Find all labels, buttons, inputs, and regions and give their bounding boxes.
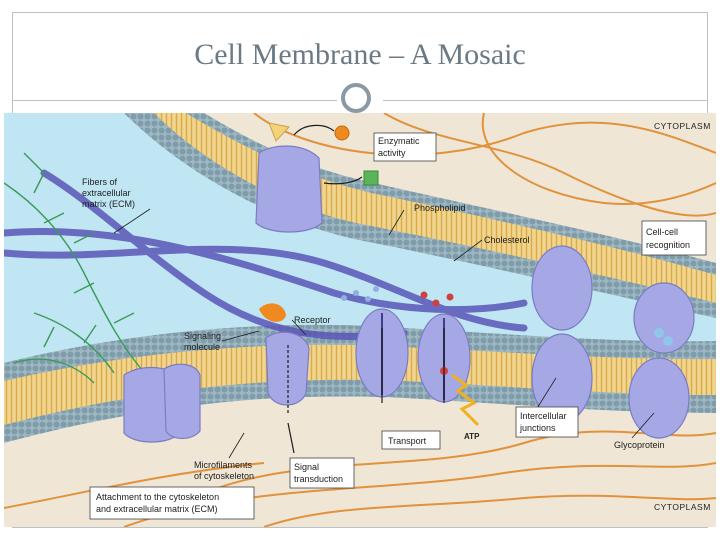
title-ring-ornament <box>341 83 371 113</box>
attachment-label-line2: and extracellular matrix (ECM) <box>96 504 218 514</box>
attachment-label-line1: Attachment to the cytoskeleton <box>96 492 219 502</box>
label-attachment: Attachment to the cytoskeleton and extra… <box>89 486 255 520</box>
transport-label-text: Transport <box>388 436 427 446</box>
fibers-label-line1: Fibers of <box>82 177 118 187</box>
glycoprotein-bottom <box>628 357 690 439</box>
signaling-label-line2: molecule <box>184 342 220 352</box>
fibers-label-line3: matrix (ECM) <box>82 199 135 209</box>
label-signal-transduction: Signal transduction <box>289 457 355 489</box>
label-phospholipid: Phospholipid <box>414 203 466 213</box>
substrate-orange-ball <box>334 125 350 141</box>
product-green-square <box>363 170 379 186</box>
enzymatic-label-line1: Enzymatic <box>378 136 420 146</box>
microfilaments-label-line2: of cytoskeleton <box>194 471 254 481</box>
label-enzymatic-activity: Enzymatic activity <box>373 132 437 162</box>
label-fibers-ecm: Fibers of extracellular matrix (ECM) <box>82 177 135 209</box>
cytoplasm-label-bottom: CYTOPLASM <box>654 502 711 512</box>
leader-lines <box>113 208 655 459</box>
ecm-fibers <box>4 169 528 341</box>
junction-protein-top <box>531 245 593 331</box>
intercellular-label-line1: Intercellular <box>520 411 567 421</box>
cytoplasm-top <box>184 113 716 263</box>
label-receptor: Receptor <box>294 315 331 325</box>
title-divider-right <box>383 100 708 101</box>
slide-title: Cell Membrane – A Mosaic <box>194 38 526 71</box>
cell-membrane-diagram: CYTOPLASM CYTOPLASM Enzymatic activity F… <box>4 113 716 527</box>
label-signaling-molecule: Signaling molecule <box>184 331 221 352</box>
signaling-molecule-shape <box>259 303 286 322</box>
label-glycoprotein: Glycoprotein <box>614 440 665 450</box>
label-transport: Transport <box>381 430 441 450</box>
signal-label-line1: Signal <box>294 462 319 472</box>
microfilaments-label-line1: Microfilaments <box>194 460 253 470</box>
enzymatic-label-line2: activity <box>378 148 406 158</box>
intercellular-label-line2: junctions <box>519 423 556 433</box>
label-cholesterol: Cholesterol <box>484 235 530 245</box>
cellcell-label-line1: Cell-cell <box>646 227 678 237</box>
signaling-label-line1: Signaling <box>184 331 221 341</box>
label-microfilaments: Microfilaments of cytoskeleton <box>194 460 254 481</box>
cellcell-label-line2: recognition <box>646 240 690 250</box>
membrane-proteins <box>123 145 695 443</box>
signal-label-line2: transduction <box>294 474 343 484</box>
process-arrows <box>287 124 445 454</box>
glycoprotein-top <box>633 282 695 354</box>
fibers-label-line2: extracellular <box>82 188 131 198</box>
attachment-protein-2 <box>163 363 201 440</box>
title-divider-left <box>12 100 337 101</box>
receptor-protein <box>265 331 310 406</box>
substrate-triangle <box>268 122 290 142</box>
enzyme-protein <box>255 145 323 233</box>
atp-energy-bolt <box>451 373 480 427</box>
ecm-branching-fibers <box>4 152 155 384</box>
label-atp: ATP <box>464 432 480 441</box>
label-cell-cell-recognition: Cell-cell recognition <box>641 220 707 256</box>
small-molecules <box>259 122 673 375</box>
cytoplasm-label-top: CYTOPLASM <box>654 121 711 131</box>
label-intercellular-junctions: Intercellular junctions <box>515 406 579 438</box>
